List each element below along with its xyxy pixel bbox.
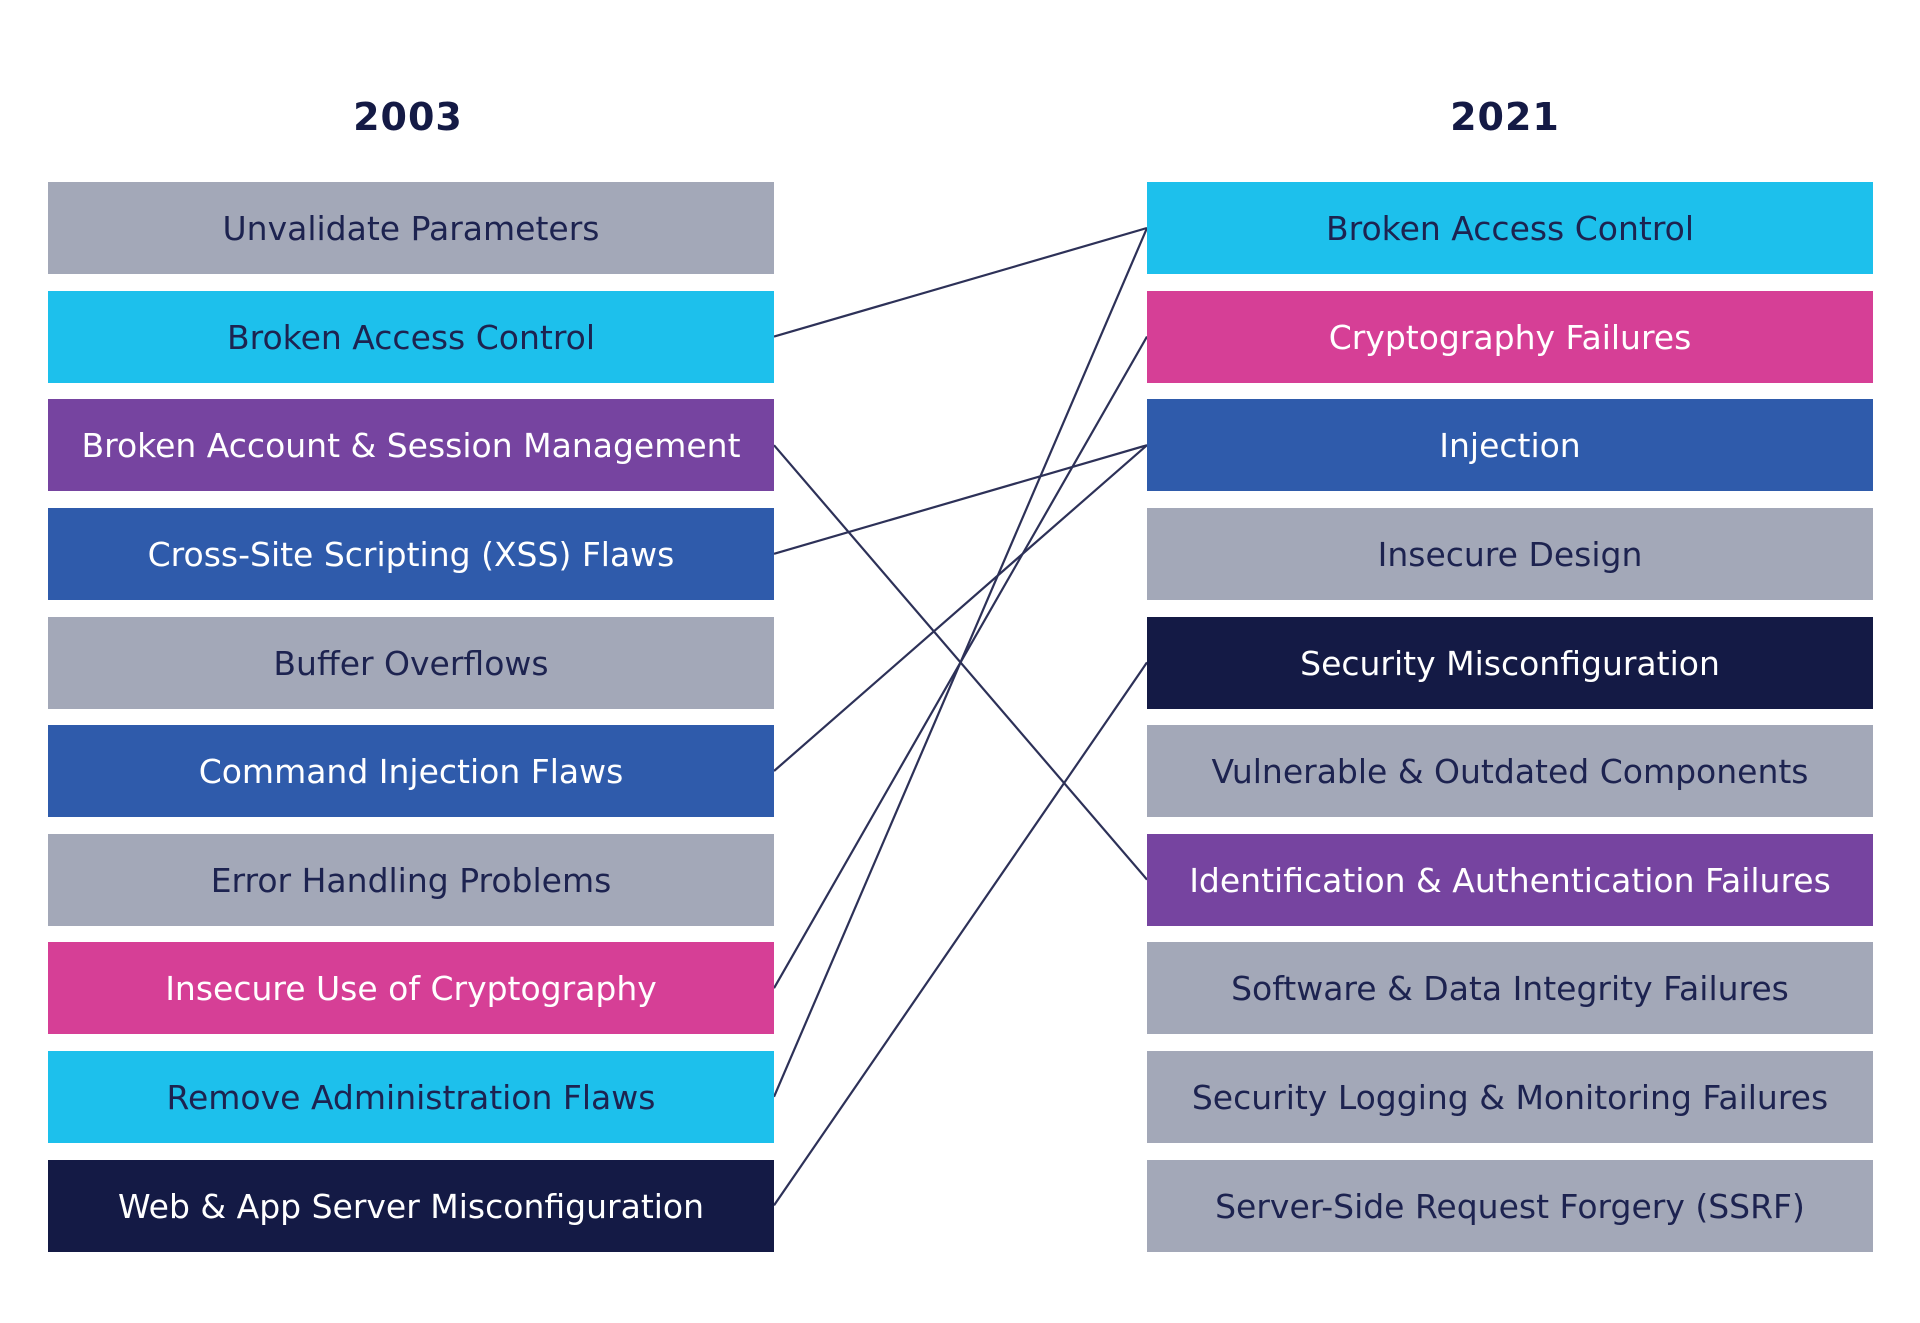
right-item-injection: Injection — [1147, 399, 1873, 491]
left-item-remove-administration-flaws: Remove Administration Flaws — [48, 1051, 774, 1143]
left-item-command-injection-flaws: Command Injection Flaws — [48, 725, 774, 817]
right-item-vulnerable-outdated-components: Vulnerable & Outdated Components — [1147, 725, 1873, 817]
right-item-broken-access-control: Broken Access Control — [1147, 182, 1873, 274]
right-item-cryptography-failures: Cryptography Failures — [1147, 291, 1873, 383]
connector-line — [773, 661, 1148, 1207]
left-item-insecure-use-of-cryptography: Insecure Use of Cryptography — [48, 942, 774, 1034]
left-item-error-handling-problems: Error Handling Problems — [48, 834, 774, 926]
year-2003-heading: 2003 — [353, 95, 463, 139]
left-item-xss-flaws: Cross-Site Scripting (XSS) Flaws — [48, 508, 774, 600]
left-item-web-app-server-misconfiguration: Web & App Server Misconfiguration — [48, 1160, 774, 1252]
connector-line — [773, 444, 1148, 772]
left-item-broken-account-session-management: Broken Account & Session Management — [48, 399, 774, 491]
connector-line — [772, 227, 1149, 1098]
left-item-broken-access-control: Broken Access Control — [48, 291, 774, 383]
right-item-security-logging-monitoring-failures: Security Logging & Monitoring Failures — [1147, 1051, 1873, 1143]
connector-line — [773, 444, 1148, 881]
right-item-software-data-integrity-failures: Software & Data Integrity Failures — [1147, 942, 1873, 1034]
right-item-security-misconfiguration: Security Misconfiguration — [1147, 617, 1873, 709]
left-item-unvalidate-parameters: Unvalidate Parameters — [48, 182, 774, 274]
connector-line — [773, 444, 1148, 555]
left-item-buffer-overflows: Buffer Overflows — [48, 617, 774, 709]
right-item-insecure-design: Insecure Design — [1147, 508, 1873, 600]
connector-line — [773, 336, 1148, 989]
right-item-identification-authentication-failures: Identification & Authentication Failures — [1147, 834, 1873, 926]
year-2021-heading: 2021 — [1450, 95, 1560, 139]
right-item-ssrf: Server-Side Request Forgery (SSRF) — [1147, 1160, 1873, 1252]
connector-line — [773, 226, 1148, 338]
